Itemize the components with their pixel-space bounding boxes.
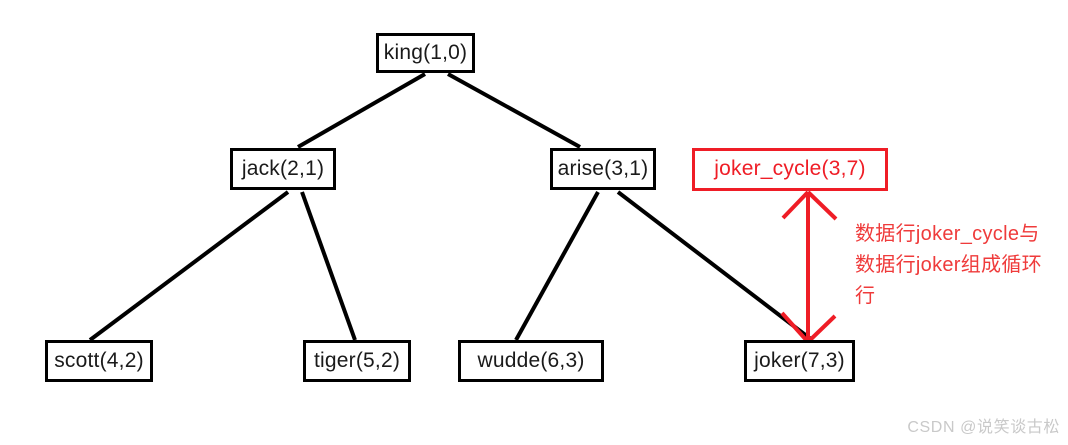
node-scott[interactable]: scott(4,2) [45, 340, 153, 382]
node-tiger-label: tiger(5,2) [313, 348, 401, 372]
cycle-annotation-line-1: 数据行joker_cycle与 [855, 223, 1040, 245]
node-tiger[interactable]: tiger(5,2) [303, 340, 411, 382]
edge-arise-wudde [514, 191, 600, 341]
cycle-annotation-line-3: 行 [855, 285, 876, 307]
cycle-arrow-head-up-right [806, 190, 838, 221]
cycle-arrow [780, 190, 838, 344]
node-scott-label: scott(4,2) [54, 348, 144, 372]
edge-king-arise [447, 72, 581, 149]
edge-jack-tiger [300, 191, 357, 341]
node-wudde-label: wudde(6,3) [477, 348, 585, 372]
node-jack[interactable]: jack(2,1) [230, 148, 336, 190]
edge-arise-joker [616, 190, 814, 342]
node-arise[interactable]: arise(3,1) [550, 148, 656, 190]
node-wudde[interactable]: wudde(6,3) [458, 340, 604, 382]
edge-king-jack [297, 72, 426, 149]
cycle-arrow-head-down-left [780, 311, 810, 344]
cycle-arrow-head-up-left [781, 190, 810, 220]
node-jack-label: jack(2,1) [241, 156, 325, 180]
cycle-annotation: 数据行joker_cycle与 数据行joker组成循环 行 [855, 219, 1060, 312]
node-joker[interactable]: joker(7,3) [744, 340, 855, 382]
node-joker-label: joker(7,3) [754, 348, 845, 372]
cycle-arrow-head-down-right [806, 314, 837, 344]
node-arise-label: arise(3,1) [557, 156, 649, 180]
cycle-annotation-line-2: 数据行joker组成循环 [855, 254, 1042, 276]
node-joker-cycle-label: joker_cycle(3,7) [714, 157, 866, 180]
node-king-label: king(1,0) [383, 40, 468, 64]
edge-jack-scott [88, 190, 290, 342]
node-king[interactable]: king(1,0) [376, 33, 475, 73]
node-joker-cycle[interactable]: joker_cycle(3,7) [692, 148, 888, 191]
watermark: CSDN @说笑谈古松 [907, 419, 1060, 436]
